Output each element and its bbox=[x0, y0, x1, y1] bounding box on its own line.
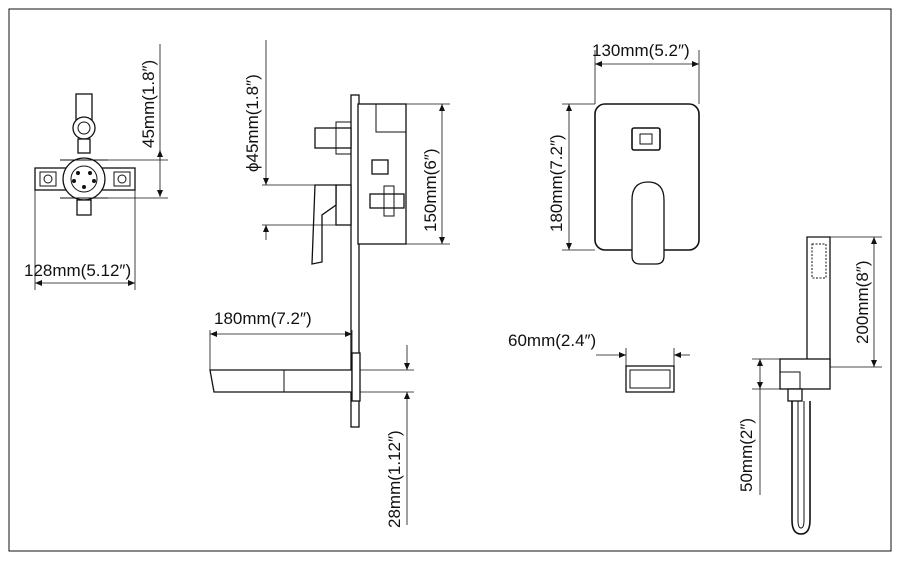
rough-in-valve-view bbox=[34, 93, 136, 216]
spout-front-view bbox=[625, 365, 675, 393]
spout-length-dimension bbox=[209, 330, 353, 370]
body-height-dimension bbox=[406, 103, 450, 245]
mixer-side-view bbox=[311, 94, 407, 428]
hand-shower-view bbox=[779, 236, 831, 535]
bracket-dimension bbox=[752, 358, 780, 495]
drawing-frame bbox=[8, 8, 892, 552]
body-height-label: 150mm(6″) bbox=[421, 149, 440, 232]
plate-height-label: 180mm(7.2″) bbox=[547, 134, 566, 232]
spout-height-dimension bbox=[360, 345, 414, 525]
bracket-label: 50mm(2″) bbox=[737, 418, 756, 492]
spout-height-label: 28mm(1.12″) bbox=[385, 430, 404, 528]
plate-height-dimension bbox=[562, 103, 595, 251]
valve-width-dimension bbox=[34, 190, 136, 290]
spout-width-label: 60mm(2.4″) bbox=[508, 331, 596, 350]
valve-height-dimension bbox=[106, 44, 168, 199]
handshower-height-dimension bbox=[830, 236, 882, 368]
plate-width-label: 130mm(5.2″) bbox=[592, 41, 690, 60]
diameter-dimension bbox=[262, 40, 350, 240]
spout-width-dimension bbox=[596, 348, 690, 366]
diameter-label: ϕ45mm(1.8″) bbox=[243, 74, 262, 172]
plate-width-dimension bbox=[594, 50, 700, 104]
spout-side-view bbox=[209, 352, 361, 402]
handshower-height-label: 200mm(8″) bbox=[853, 261, 872, 344]
trim-plate-front-view bbox=[594, 103, 700, 265]
valve-width-label: 128mm(5.12″) bbox=[24, 261, 131, 280]
valve-height-label: 45mm(1.8″) bbox=[139, 60, 158, 148]
spout-length-label: 180mm(7.2″) bbox=[214, 309, 312, 328]
